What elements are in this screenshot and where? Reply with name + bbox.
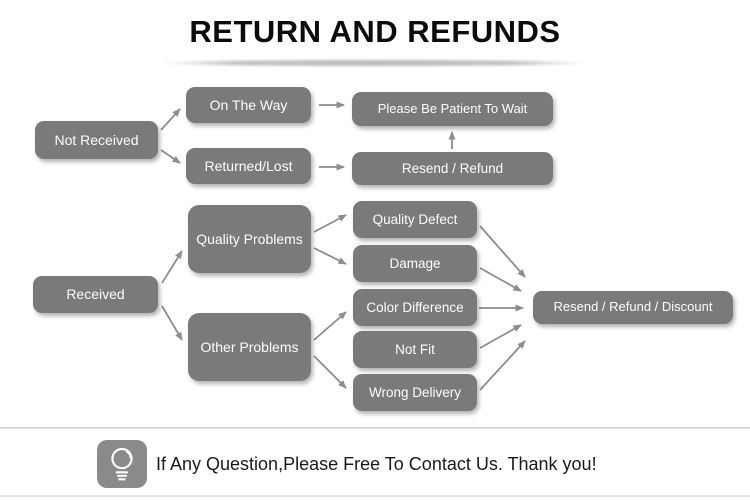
node-returned-lost: Returned/Lost: [186, 148, 311, 184]
lightbulb-icon: [97, 440, 147, 488]
arrow-qualityproblems-qualitydefect: [313, 214, 347, 233]
bottom-edge-line: [0, 495, 750, 497]
arrow-notreceived-returnedlost: [160, 149, 181, 164]
footer-message: If Any Question,Please Free To Contact U…: [156, 453, 597, 474]
node-wrong-delivery: Wrong Delivery: [353, 374, 477, 411]
node-damage: Damage: [353, 245, 477, 282]
arrow-otherproblems-colordifference: [313, 311, 347, 341]
footer-divider: [0, 427, 750, 429]
node-color-difference: Color Difference: [353, 289, 477, 326]
lightbulb-glyph: [111, 447, 133, 481]
page-title: RETURN AND REFUNDS: [189, 14, 561, 49]
node-not-fit: Not Fit: [353, 331, 477, 368]
arrow-damage-discount: [479, 267, 522, 292]
node-quality-problems: Quality Problems: [188, 205, 311, 273]
arrow-received-qualityproblems: [161, 250, 183, 284]
arrow-notreceived-ontheway: [160, 108, 181, 131]
arrow-notfit-discount: [479, 324, 522, 349]
node-on-the-way: On The Way: [186, 87, 311, 123]
node-not-received: Not Received: [35, 121, 158, 159]
arrow-received-otherproblems: [161, 305, 183, 341]
arrow-qualitydefect-discount: [479, 225, 526, 278]
title-divider: [158, 60, 592, 66]
arrow-otherproblems-wrongdelivery: [313, 355, 347, 389]
node-quality-defect: Quality Defect: [353, 201, 477, 238]
node-please-be-patient: Please Be Patient To Wait: [352, 92, 553, 126]
node-other-problems: Other Problems: [188, 313, 311, 381]
node-resend-refund-discount: Resend / Refund / Discount: [533, 291, 733, 324]
arrow-wrongdelivery-discount: [479, 340, 526, 391]
node-resend-refund: Resend / Refund: [352, 152, 553, 185]
arrow-qualityproblems-damage: [313, 247, 347, 265]
node-received: Received: [33, 276, 158, 313]
